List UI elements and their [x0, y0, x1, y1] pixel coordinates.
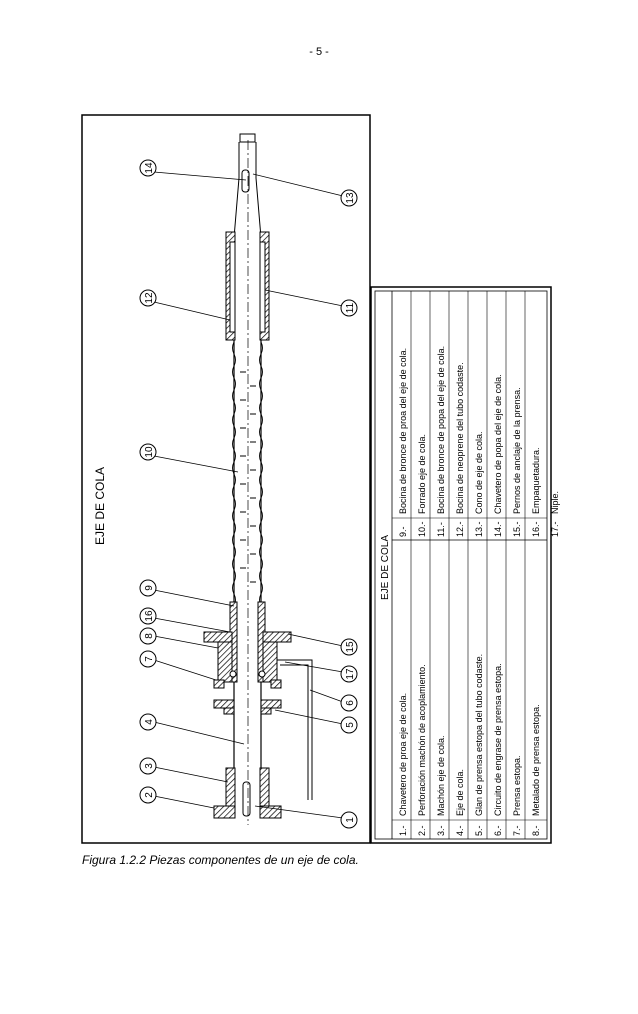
parts_right-number: 11.- [436, 522, 446, 537]
parts_left-description: Prensa estopa. [512, 755, 522, 816]
parts_right-number: 17.- [550, 521, 560, 537]
svg-text:7: 7 [144, 656, 155, 662]
callout-9: 9 [139, 579, 157, 597]
forward-bushing [229, 601, 266, 683]
svg-text:11: 11 [345, 302, 356, 313]
svg-text:1: 1 [345, 817, 356, 823]
parts_left-number: 5.- [474, 825, 484, 836]
coupling-hub [213, 767, 282, 819]
parts_right-description: Bocina de neoprene del tubo codaste. [455, 362, 465, 514]
parts_right-description: Pernos de anclaje de la prensa. [512, 387, 522, 514]
parts_left-description: Machón eje de cola. [436, 735, 446, 816]
callout-8: 8 [139, 627, 157, 645]
parts_left-number: 7.- [512, 825, 522, 836]
svg-text:15: 15 [345, 641, 356, 653]
shaft [233, 133, 262, 825]
parts_right-number: 14.- [493, 521, 503, 537]
drawing-frame [81, 114, 371, 844]
svg-text:9: 9 [144, 585, 155, 591]
svg-text:8: 8 [144, 633, 155, 639]
table-title: EJE DE COLA [380, 535, 391, 600]
gland-flange [213, 699, 282, 715]
callout-13: 13 [340, 189, 358, 207]
svg-text:16: 16 [144, 610, 155, 622]
parts_right-description: Cono de eje de cola. [474, 431, 484, 514]
parts_left-number: 6.- [493, 825, 503, 836]
callout-10: 10 [139, 443, 157, 461]
parts_left-description: Metalado de prensa estopa. [531, 704, 541, 816]
parts_right-description: Empaquetadura. [531, 447, 541, 514]
parts_right-number: 10.- [417, 521, 427, 537]
callouts: 14 13 12 11 10 9 16 8 7 4 3 2 15 17 6 5 … [139, 159, 358, 829]
callout-15: 15 [340, 638, 358, 656]
parts-table: EJE DE COLA 1.- Chavetero de proa eje de … [370, 286, 560, 844]
svg-text:3: 3 [144, 763, 155, 769]
parts_right-number: 15.- [512, 521, 522, 537]
parts_right-number: 9.- [398, 526, 408, 537]
stern-bushings [225, 231, 270, 341]
parts-left-column: 1.- Chavetero de proa eje de cola. 2.- Perf… [398, 654, 541, 836]
svg-text:4: 4 [144, 719, 155, 725]
svg-text:17: 17 [345, 668, 356, 680]
parts_left-description: Glan de prensa estopa del tubo codaste. [474, 654, 484, 816]
svg-text:12: 12 [144, 292, 155, 304]
callout-3: 3 [139, 757, 157, 775]
parts_left-description: Eje de cola. [455, 769, 465, 816]
svg-text:2: 2 [144, 792, 155, 798]
parts_right-number: 16.- [531, 521, 541, 537]
parts_left-number: 1.- [398, 825, 408, 836]
leader-lines [153, 171, 344, 819]
shaft-lining-waves [232, 341, 263, 607]
parts_left-number: 4.- [455, 825, 465, 836]
callout-14: 14 [139, 159, 157, 177]
callout-6: 6 [340, 694, 358, 712]
stuffing-box [203, 631, 292, 689]
parts_left-description: Perforación machón de acoplamiento. [417, 664, 427, 816]
callout-11: 11 [340, 299, 358, 317]
callout-12: 12 [139, 289, 157, 307]
figure-caption: Figura 1.2.2 Piezas componentes de un ej… [82, 853, 359, 867]
parts_left-number: 3.- [436, 825, 446, 836]
svg-text:13: 13 [345, 192, 356, 204]
parts_left-description: Circuito de engrase de prensa estopa. [493, 663, 503, 816]
callout-7: 7 [139, 650, 157, 668]
parts_left-description: Chavetero de proa eje de cola. [398, 693, 408, 816]
parts_right-description: Chavetero de popa del eje de cola. [493, 374, 503, 514]
callout-5: 5 [340, 716, 358, 734]
parts_right-description: Bocina de bronce de proa del eje de cola… [398, 348, 408, 514]
parts_right-description: Forrado eje de cola. [417, 434, 427, 514]
parts_right-number: 13.- [474, 521, 484, 537]
page-number: - 5 - [309, 46, 329, 58]
parts-right-column: 9.- Bocina de bronce de proa del eje de c… [398, 346, 560, 537]
grease-pipe [277, 659, 313, 800]
parts_left-number: 2.- [417, 825, 427, 836]
callout-1: 1 [340, 811, 358, 829]
svg-text:6: 6 [345, 700, 356, 706]
svg-text:5: 5 [345, 722, 356, 728]
parts_right-description: Bocina de bronce de popa del eje de cola… [436, 346, 446, 514]
callout-2: 2 [139, 786, 157, 804]
parts_right-description: Niple. [550, 491, 560, 514]
callout-16: 16 [139, 607, 157, 625]
svg-text:10: 10 [144, 446, 155, 458]
callout-4: 4 [139, 713, 157, 731]
callout-17: 17 [340, 665, 358, 683]
parts_left-number: 8.- [531, 825, 541, 836]
parts_right-number: 12.- [455, 521, 465, 537]
drawing-title: EJE DE COLA [93, 467, 107, 545]
svg-text:14: 14 [144, 162, 155, 174]
